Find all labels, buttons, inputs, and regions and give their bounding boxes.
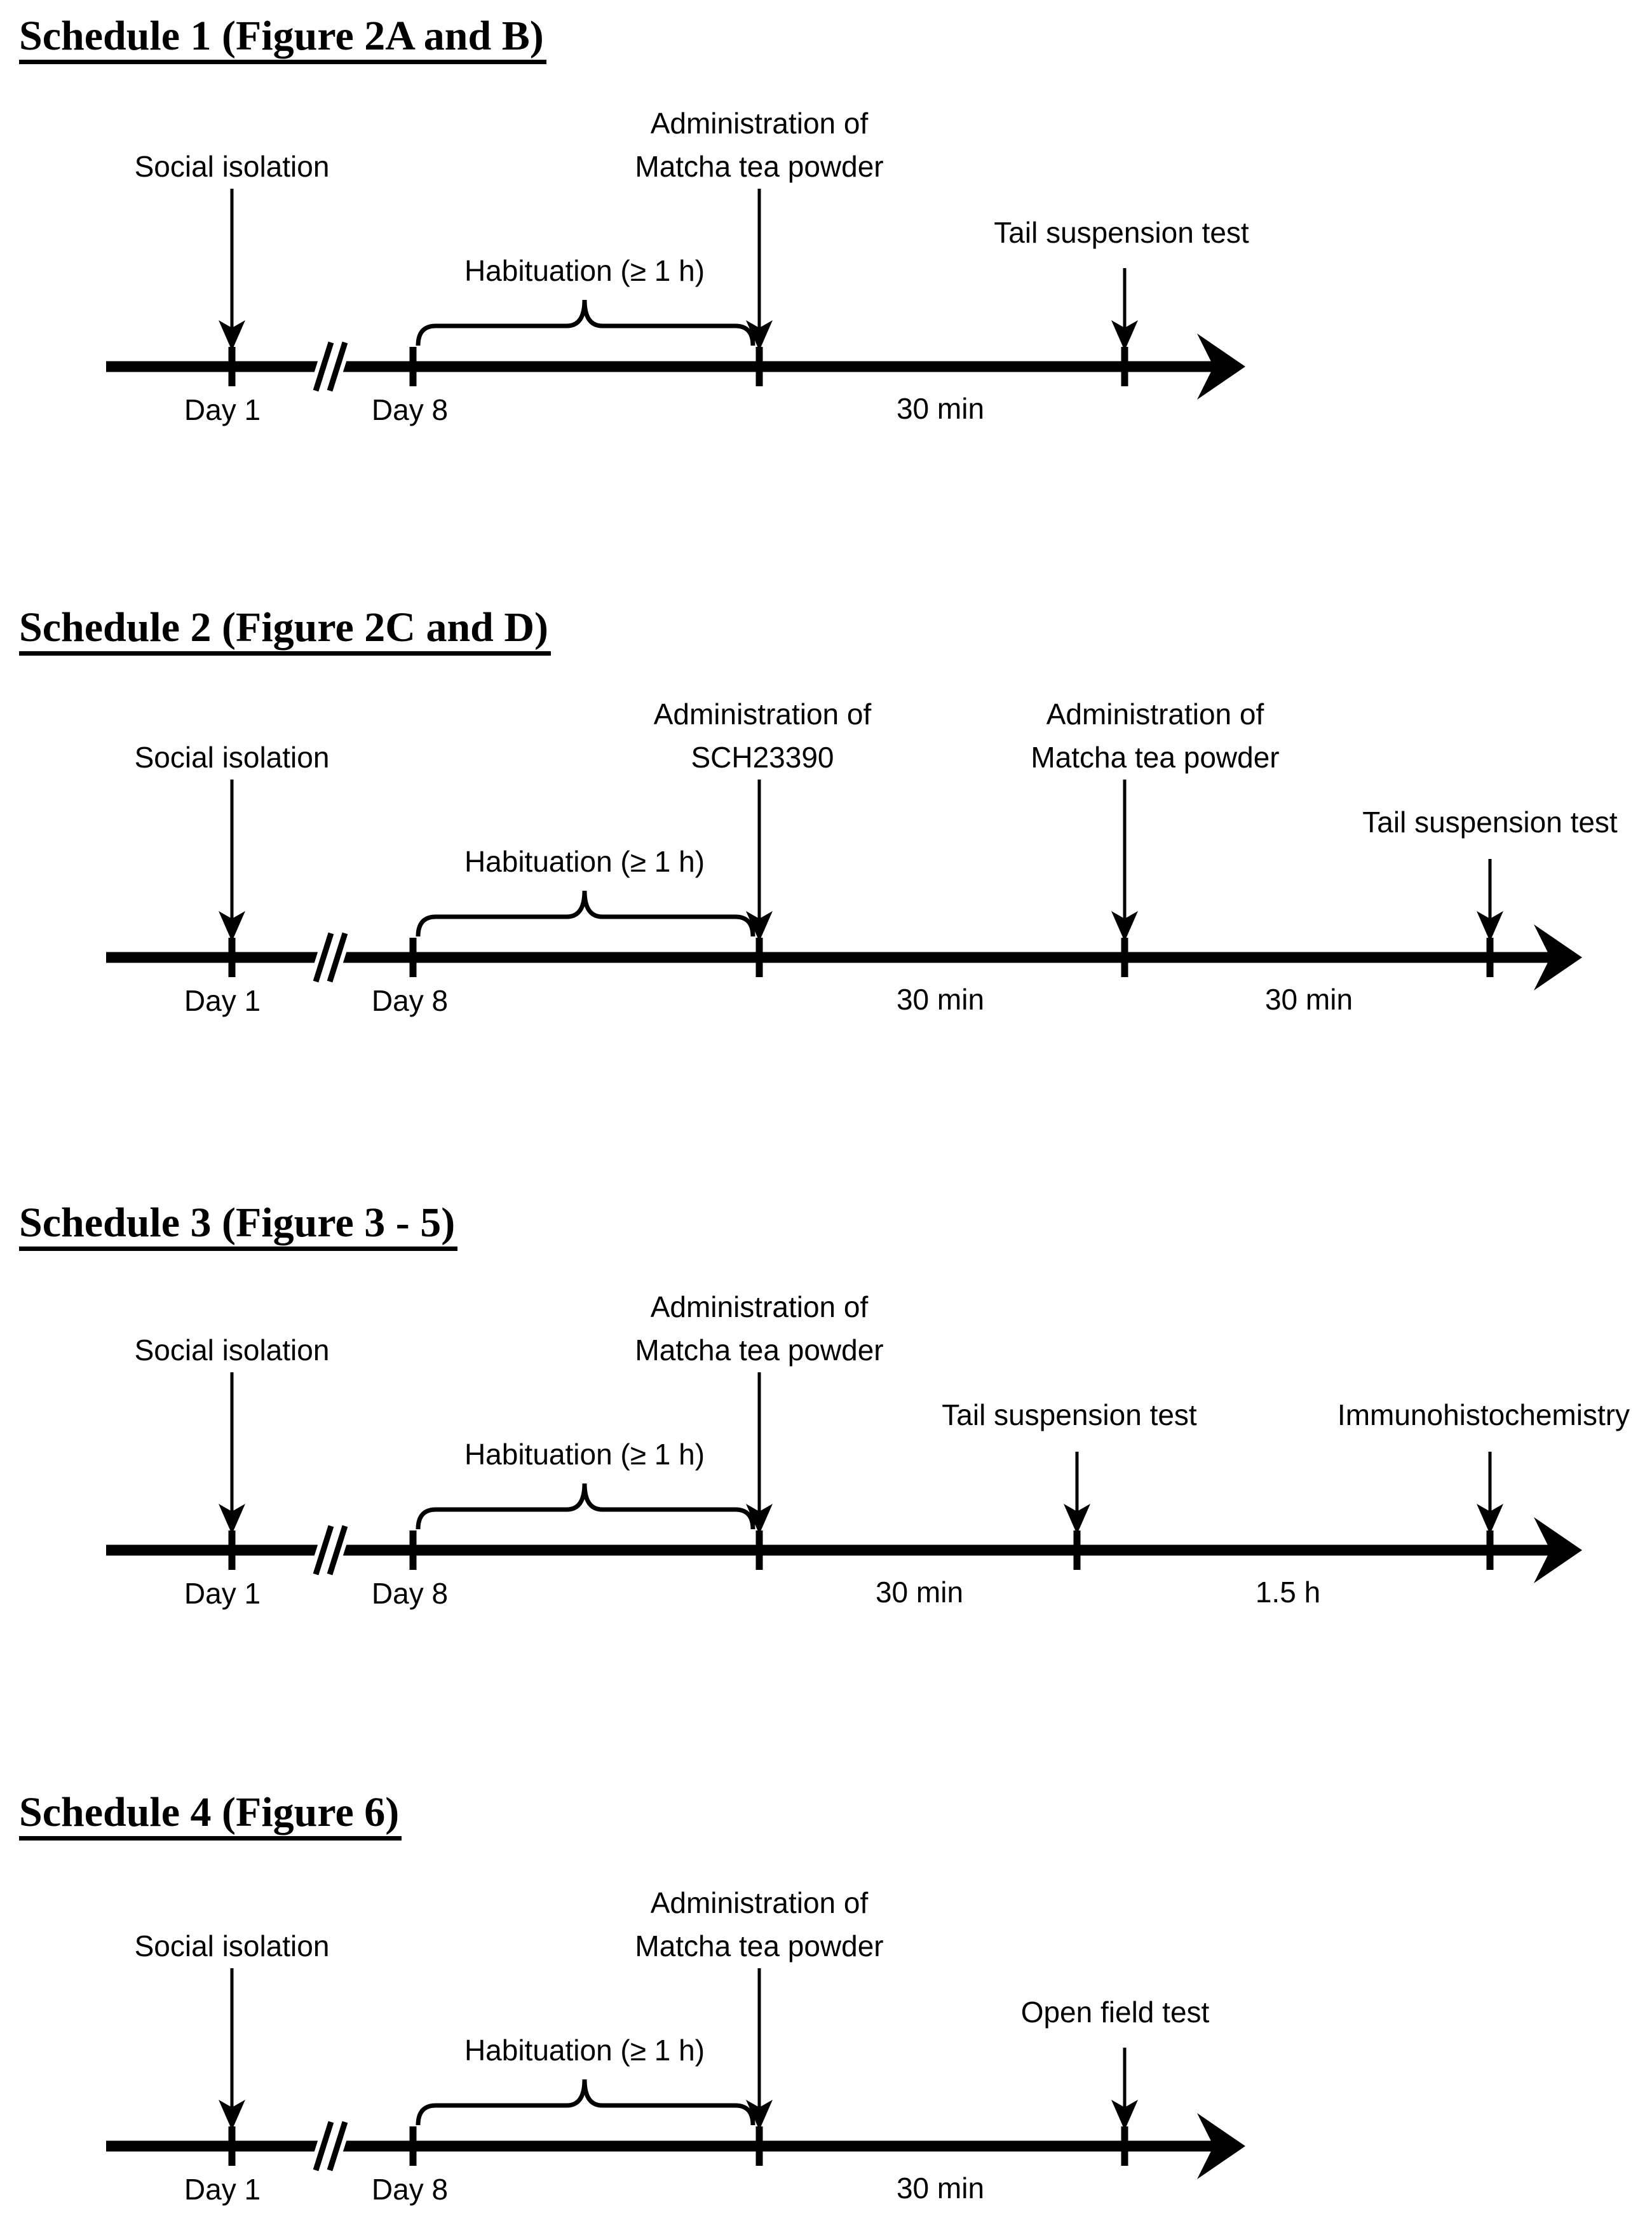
down-arrowhead-icon <box>219 2100 245 2130</box>
administration-label-line1: Administration of <box>651 107 869 140</box>
schedule-3-diagram: Social isolation Administration of Match… <box>106 1290 1630 1610</box>
interval-label: 30 min <box>897 983 984 1016</box>
administration-sch-label-line2: SCH23390 <box>691 741 834 774</box>
schedule-4-title: Schedule 4 (Figure 6) <box>19 1792 402 1841</box>
administration-label-line1: Administration of <box>651 1886 869 1919</box>
day1-label: Day 1 <box>184 2173 261 2206</box>
timeline-arrowhead-icon <box>1197 2113 1245 2179</box>
interval-label: 30 min <box>876 1576 963 1609</box>
down-arrowhead-icon <box>219 320 245 351</box>
timeline-arrowhead-icon <box>1534 924 1582 990</box>
down-arrowhead-icon <box>219 911 245 942</box>
down-arrowhead-icon <box>1111 2100 1138 2130</box>
axis-break-icon <box>313 932 334 983</box>
social-isolation-label: Social isolation <box>135 741 330 774</box>
schedule-1-title: Schedule 1 (Figure 2A and B) <box>19 15 546 64</box>
immunohistochemistry-label: Immunohistochemistry <box>1337 1398 1630 1431</box>
social-isolation-label: Social isolation <box>135 150 330 183</box>
interval-label: 30 min <box>897 2172 984 2205</box>
schedule-2-title: Schedule 2 (Figure 2C and D) <box>19 607 551 656</box>
administration-label-line1: Administration of <box>651 1290 869 1323</box>
administration-sch-label-line1: Administration of <box>654 698 872 731</box>
habituation-label: Habituation (≥ 1 h) <box>464 845 705 878</box>
down-arrowhead-icon <box>1064 1504 1090 1534</box>
interval-label: 30 min <box>897 392 984 425</box>
axis-break-icon <box>327 932 348 983</box>
habituation-label: Habituation (≥ 1 h) <box>464 1438 705 1471</box>
down-arrowhead-icon <box>746 2100 773 2130</box>
day1-label: Day 1 <box>184 984 261 1017</box>
down-arrowhead-icon <box>1111 320 1138 351</box>
down-arrowhead-icon <box>746 1504 773 1534</box>
interval-label: 1.5 h <box>1256 1576 1320 1609</box>
down-arrowhead-icon <box>1111 911 1138 942</box>
day1-label: Day 1 <box>184 393 261 426</box>
day8-label: Day 8 <box>372 1577 448 1610</box>
down-arrowhead-icon <box>1477 1504 1503 1534</box>
administration-label-line2: Matcha tea powder <box>635 1929 883 1963</box>
axis-break-icon <box>313 1525 334 1576</box>
administration-matcha-label-line2: Matcha tea powder <box>1031 741 1279 774</box>
social-isolation-label: Social isolation <box>135 1929 330 1963</box>
open-field-test-label: Open field test <box>1021 1996 1210 2029</box>
habituation-brace <box>416 890 755 937</box>
administration-matcha-label-line1: Administration of <box>1046 698 1264 731</box>
day1-label: Day 1 <box>184 1577 261 1610</box>
habituation-brace <box>416 2079 755 2126</box>
axis-break-icon <box>327 341 348 392</box>
timeline-arrowhead-icon <box>1534 1517 1582 1583</box>
axis-break-icon <box>313 341 334 392</box>
administration-label-line2: Matcha tea powder <box>635 150 883 183</box>
habituation-brace <box>416 299 755 346</box>
schedule-3-title: Schedule 3 (Figure 3 - 5) <box>19 1202 458 1251</box>
tail-suspension-test-label: Tail suspension test <box>942 1398 1197 1431</box>
habituation-label: Habituation (≥ 1 h) <box>464 254 705 287</box>
tail-suspension-test-label: Tail suspension test <box>994 216 1249 249</box>
tail-suspension-test-label: Tail suspension test <box>1362 806 1618 839</box>
day8-label: Day 8 <box>372 393 448 426</box>
axis-break-icon <box>313 2121 334 2172</box>
social-isolation-label: Social isolation <box>135 1334 330 1367</box>
habituation-brace <box>416 1483 755 1530</box>
down-arrowhead-icon <box>746 911 773 942</box>
axis-break-icon <box>327 1525 348 1576</box>
schedule-4-diagram: Social isolation Administration of Match… <box>106 1886 1245 2206</box>
timeline-arrowhead-icon <box>1197 334 1245 400</box>
schedule-1-diagram: Social isolation Administration of Match… <box>106 107 1249 426</box>
day8-label: Day 8 <box>372 984 448 1017</box>
schedule-2-diagram: Social isolation Administration of SCH23… <box>106 698 1618 1017</box>
down-arrowhead-icon <box>746 320 773 351</box>
axis-break-icon <box>327 2121 348 2172</box>
administration-label-line2: Matcha tea powder <box>635 1334 883 1367</box>
down-arrowhead-icon <box>1477 911 1503 942</box>
interval-label: 30 min <box>1265 983 1353 1016</box>
down-arrowhead-icon <box>219 1504 245 1534</box>
habituation-label: Habituation (≥ 1 h) <box>464 2034 705 2067</box>
day8-label: Day 8 <box>372 2173 448 2206</box>
